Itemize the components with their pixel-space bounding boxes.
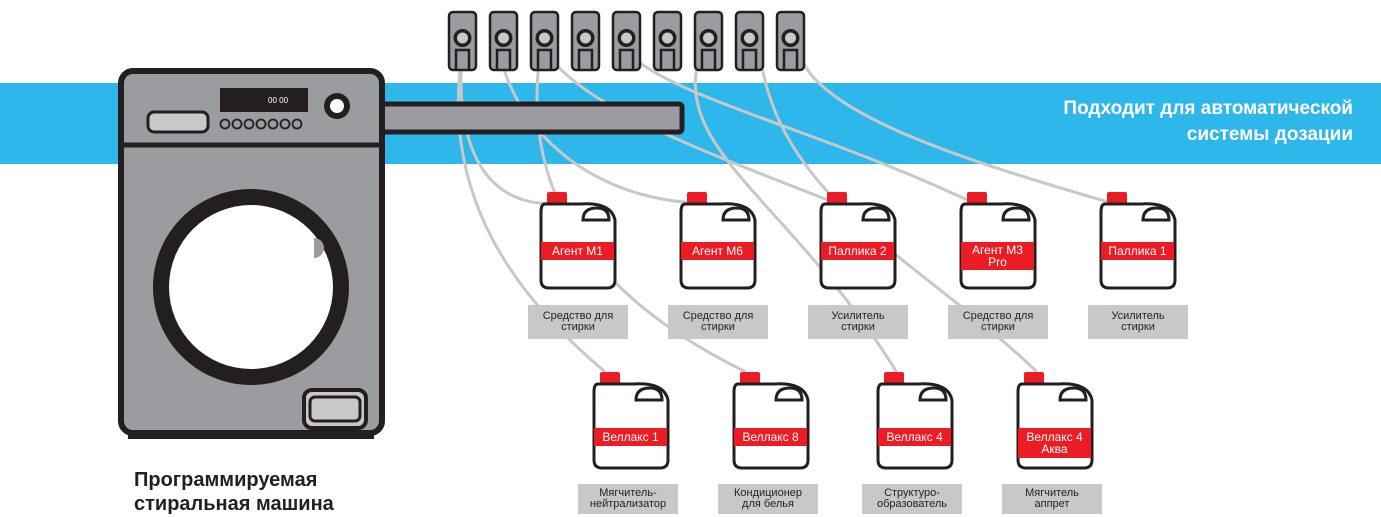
canister-tag: Веллакс 8 xyxy=(734,428,807,446)
service-hatch xyxy=(302,388,368,430)
machine-caption: Программируемая стиральная машина xyxy=(134,468,454,516)
hose-agent-m1 xyxy=(459,53,562,205)
canister xyxy=(1099,192,1177,290)
display-panel xyxy=(220,88,308,112)
canister-label: Средство для стирки xyxy=(668,305,768,339)
canister xyxy=(592,372,670,470)
canister xyxy=(539,192,617,290)
canister-tag: Веллакс 1 xyxy=(594,428,667,446)
banner-title: Подходит для автоматической системы доза… xyxy=(833,96,1353,148)
canister-label: Средство для стирки xyxy=(528,305,628,339)
door-hinge xyxy=(314,238,324,258)
canister-label: Усилитель стирки xyxy=(1088,305,1188,339)
pump xyxy=(775,10,806,72)
canister xyxy=(959,192,1037,290)
service-hatch-inner xyxy=(308,395,362,423)
canister-tag: Агент М3 Pro xyxy=(961,242,1034,270)
canister xyxy=(819,192,897,290)
pumps xyxy=(447,10,806,72)
pump xyxy=(652,10,683,72)
canister-label: Структуро- образователь xyxy=(862,484,962,514)
banner-line-1: Подходит для автоматической xyxy=(1063,98,1353,119)
washing-machine xyxy=(118,68,385,439)
pump xyxy=(447,10,478,72)
canister xyxy=(679,192,757,290)
pump xyxy=(570,10,601,72)
canister-label: Кондиционер для белья xyxy=(718,484,818,514)
pump xyxy=(488,10,519,72)
canister-label: Средство для стирки xyxy=(948,305,1048,339)
hose-agent-m3 xyxy=(628,53,980,207)
canister-label: Мягчитель аппрет xyxy=(1002,484,1102,514)
caption-line-1: Программируемая xyxy=(134,469,318,491)
canister-tag: Агент М6 xyxy=(681,242,754,260)
canister xyxy=(876,372,954,470)
hose-agent-m6 xyxy=(498,53,702,205)
pump xyxy=(529,10,560,72)
hose-pallika-1 xyxy=(798,53,1120,207)
canister xyxy=(732,372,810,470)
canister-label: Усилитель стирки xyxy=(808,305,908,339)
canister-tag: Паллика 1 xyxy=(1101,242,1174,260)
display-time: 00 00 xyxy=(268,96,289,105)
canister-tag: Веллакс 4 xyxy=(878,428,951,446)
canister-label: Мягчитель- нейтрализатор xyxy=(578,484,678,514)
program-knob-inner xyxy=(330,99,344,113)
canister-tag: Паллика 2 xyxy=(821,242,894,260)
pump xyxy=(611,10,642,72)
dosing-arm xyxy=(377,101,685,135)
caption-line-2: стиральная машина xyxy=(134,493,334,515)
door-glass xyxy=(169,205,333,369)
pump xyxy=(693,10,724,72)
pump xyxy=(734,10,765,72)
detergent-drawer xyxy=(146,110,210,134)
banner-line-2: системы дозации xyxy=(1186,124,1353,145)
canister-tag: Агент М1 xyxy=(541,242,614,260)
program-buttons xyxy=(219,118,303,130)
canister-tag: Веллакс 4 Аква xyxy=(1018,428,1091,458)
